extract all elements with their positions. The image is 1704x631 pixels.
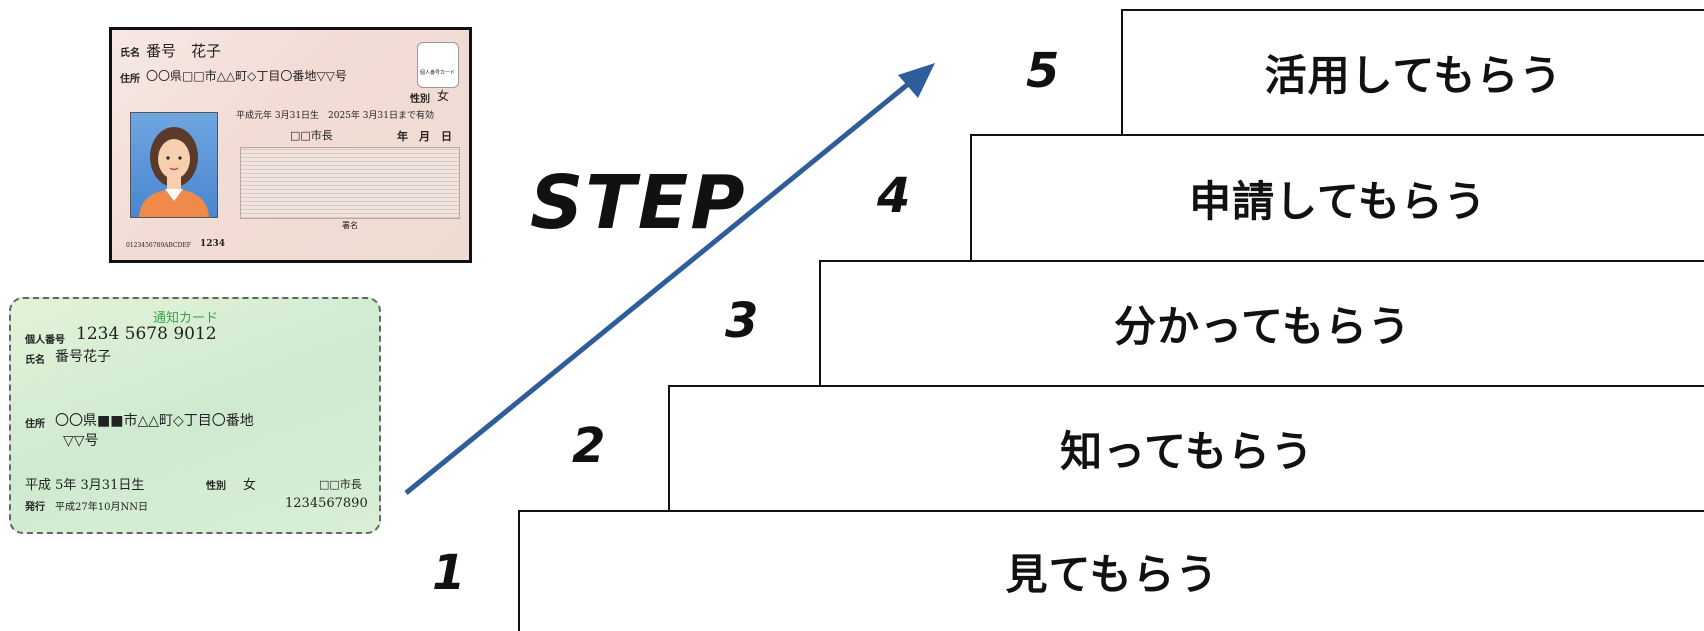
mycard-address-label: 住所 bbox=[120, 74, 140, 85]
mycard-stamp-text: 個人番号カード bbox=[420, 70, 456, 76]
notice-number: 1234 5678 9012 bbox=[76, 324, 217, 344]
notice-name: 番号花子 bbox=[55, 349, 111, 365]
notice-issued-label: 発行 bbox=[25, 502, 45, 513]
notice-address-line2: ▽▽号 bbox=[63, 433, 99, 449]
step-3-label: 分かってもらう bbox=[1114, 302, 1411, 351]
notice-birth: 平成 5年 3月31日生 bbox=[25, 478, 145, 493]
notice-sex-label: 性別 bbox=[206, 481, 226, 492]
step-4-label: 申請してもらう bbox=[1189, 176, 1487, 226]
step-1-box: 見てもらう bbox=[518, 510, 1704, 631]
mycard-birth-validity: 平成元年 3月31日生 2025年 3月31日まで有効 bbox=[236, 111, 434, 121]
mycard-name-label: 氏名 bbox=[120, 48, 140, 59]
step-1-number: 1 bbox=[432, 545, 466, 601]
notice-sex: 女 bbox=[243, 478, 257, 493]
mycard-sex-label: 性別 bbox=[410, 94, 430, 105]
notice-address-label: 住所 bbox=[25, 419, 45, 430]
my-number-card-image: 氏名 番号 花子 住所 〇〇県□□市△△町◇丁目〇番地▽▽号 性別 女 平成元年… bbox=[109, 27, 472, 263]
notice-issued-date: 平成27年10月NN日 bbox=[55, 502, 148, 513]
mycard-security-area bbox=[240, 147, 460, 219]
mycard-signature-label: 署名 bbox=[342, 221, 358, 230]
step-3-number: 3 bbox=[725, 293, 759, 349]
mycard-mascot-stamp: 個人番号カード bbox=[417, 42, 459, 88]
mycard-sex: 女 bbox=[437, 89, 450, 103]
step-3-box: 分かってもらう bbox=[819, 260, 1704, 387]
step-2-number: 2 bbox=[572, 418, 606, 474]
mycard-issuer: □□市長 bbox=[290, 129, 333, 142]
step-2-label: 知ってもらう bbox=[1060, 427, 1314, 476]
mycard-name: 番号 花子 bbox=[146, 42, 222, 60]
step-5-label: 活用してもらう bbox=[1264, 51, 1563, 100]
portrait-illustration bbox=[139, 127, 209, 217]
notice-issuer: □□市長 bbox=[319, 478, 362, 491]
mycard-portrait-photo bbox=[130, 112, 218, 218]
notice-title: 通知カード bbox=[153, 311, 219, 326]
step-5-box: 活用してもらう bbox=[1121, 9, 1704, 136]
step-1-label: 見てもらう bbox=[1005, 550, 1219, 599]
notification-card-image: 通知カード 個人番号 1234 5678 9012 氏名 番号花子 住所 〇〇県… bbox=[9, 297, 381, 534]
step-5-number: 5 bbox=[1026, 43, 1060, 99]
arrow-line bbox=[404, 74, 920, 495]
mycard-pin: 1234 bbox=[200, 239, 226, 249]
step-2-box: 知ってもらう bbox=[668, 385, 1704, 512]
step-4-box: 申請してもらう bbox=[970, 134, 1704, 262]
mycard-address: 〇〇県□□市△△町◇丁目〇番地▽▽号 bbox=[146, 69, 347, 83]
step-4-number: 4 bbox=[877, 168, 911, 224]
notice-number-label: 個人番号 bbox=[25, 335, 65, 346]
arrow-head bbox=[898, 63, 935, 98]
mycard-serial: 0123456789ABCDEF bbox=[126, 242, 191, 249]
notice-address-line1: 〇〇県■■市△△町◇丁目〇番地 bbox=[55, 413, 254, 429]
notice-name-label: 氏名 bbox=[25, 355, 45, 366]
mycard-date-fields: 年 月 日 bbox=[397, 130, 452, 143]
step-title: STEP bbox=[530, 160, 747, 246]
notice-code: 1234567890 bbox=[285, 496, 368, 511]
